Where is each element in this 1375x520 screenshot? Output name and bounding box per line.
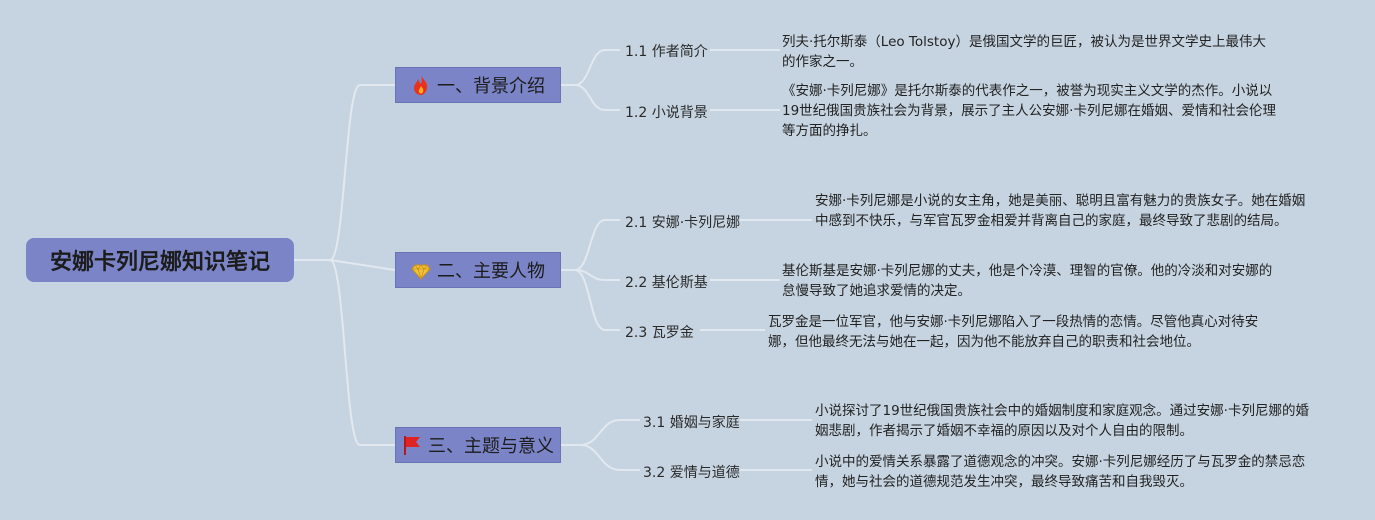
subtopic-anna[interactable]: 2.1 安娜·卡列尼娜 bbox=[625, 215, 741, 231]
flag-icon bbox=[404, 436, 420, 455]
branch-background[interactable]: 一、背景介绍 bbox=[395, 67, 561, 103]
branch-label: 一、背景介绍 bbox=[437, 76, 545, 97]
note-anna: 安娜·卡列尼娜是小说的女主角，她是美丽、聪明且富有魅力的贵族女子。她在婚姻中感到… bbox=[815, 193, 1306, 229]
note-marriage: 小说探讨了19世纪俄国贵族社会中的婚姻制度和家庭观念。通过安娜·卡列尼娜的婚姻悲… bbox=[815, 403, 1309, 439]
note-varokin: 瓦罗金是一位军官，他与安娜·卡列尼娜陷入了一段热情的恋情。尽管他真心对待安娜，但… bbox=[768, 314, 1259, 350]
subtopic-karenin[interactable]: 2.2 基伦斯基 bbox=[625, 275, 708, 291]
root-topic[interactable]: 安娜卡列尼娜知识笔记 bbox=[26, 238, 294, 282]
note-love-morality: 小说中的爱情关系暴露了道德观念的冲突。安娜·卡列尼娜经历了与瓦罗金的禁忌恋情，她… bbox=[815, 454, 1306, 490]
branch-characters[interactable]: 二、主要人物 bbox=[395, 252, 561, 288]
subtopic-varokin[interactable]: 2.3 瓦罗金 bbox=[625, 325, 694, 341]
subtopic-marriage[interactable]: 3.1 婚姻与家庭 bbox=[643, 415, 740, 431]
branch-label: 二、主要人物 bbox=[437, 261, 545, 282]
note-karenin: 基伦斯基是安娜·卡列尼娜的丈夫，他是个冷漠、理智的官僚。他的冷淡和对安娜的怠慢导… bbox=[782, 263, 1273, 299]
fire-icon bbox=[414, 75, 428, 95]
gem-icon bbox=[411, 264, 431, 281]
subtopic-author[interactable]: 1.1 作者简介 bbox=[625, 44, 708, 60]
note-author: 列夫·托尔斯泰（Leo Tolstoy）是俄国文学的巨匠，被认为是世界文学史上最… bbox=[782, 34, 1266, 70]
subtopic-love-morality[interactable]: 3.2 爱情与道德 bbox=[643, 465, 740, 481]
root-title: 安娜卡列尼娜知识笔记 bbox=[49, 250, 270, 275]
branch-label: 三、主题与意义 bbox=[428, 436, 554, 457]
subtopic-novel-background[interactable]: 1.2 小说背景 bbox=[625, 105, 708, 121]
note-novel-background: 《安娜·卡列尼娜》是托尔斯泰的代表作之一，被誉为现实主义文学的杰作。小说以19世… bbox=[782, 83, 1276, 139]
branch-themes[interactable]: 三、主题与意义 bbox=[395, 427, 561, 463]
